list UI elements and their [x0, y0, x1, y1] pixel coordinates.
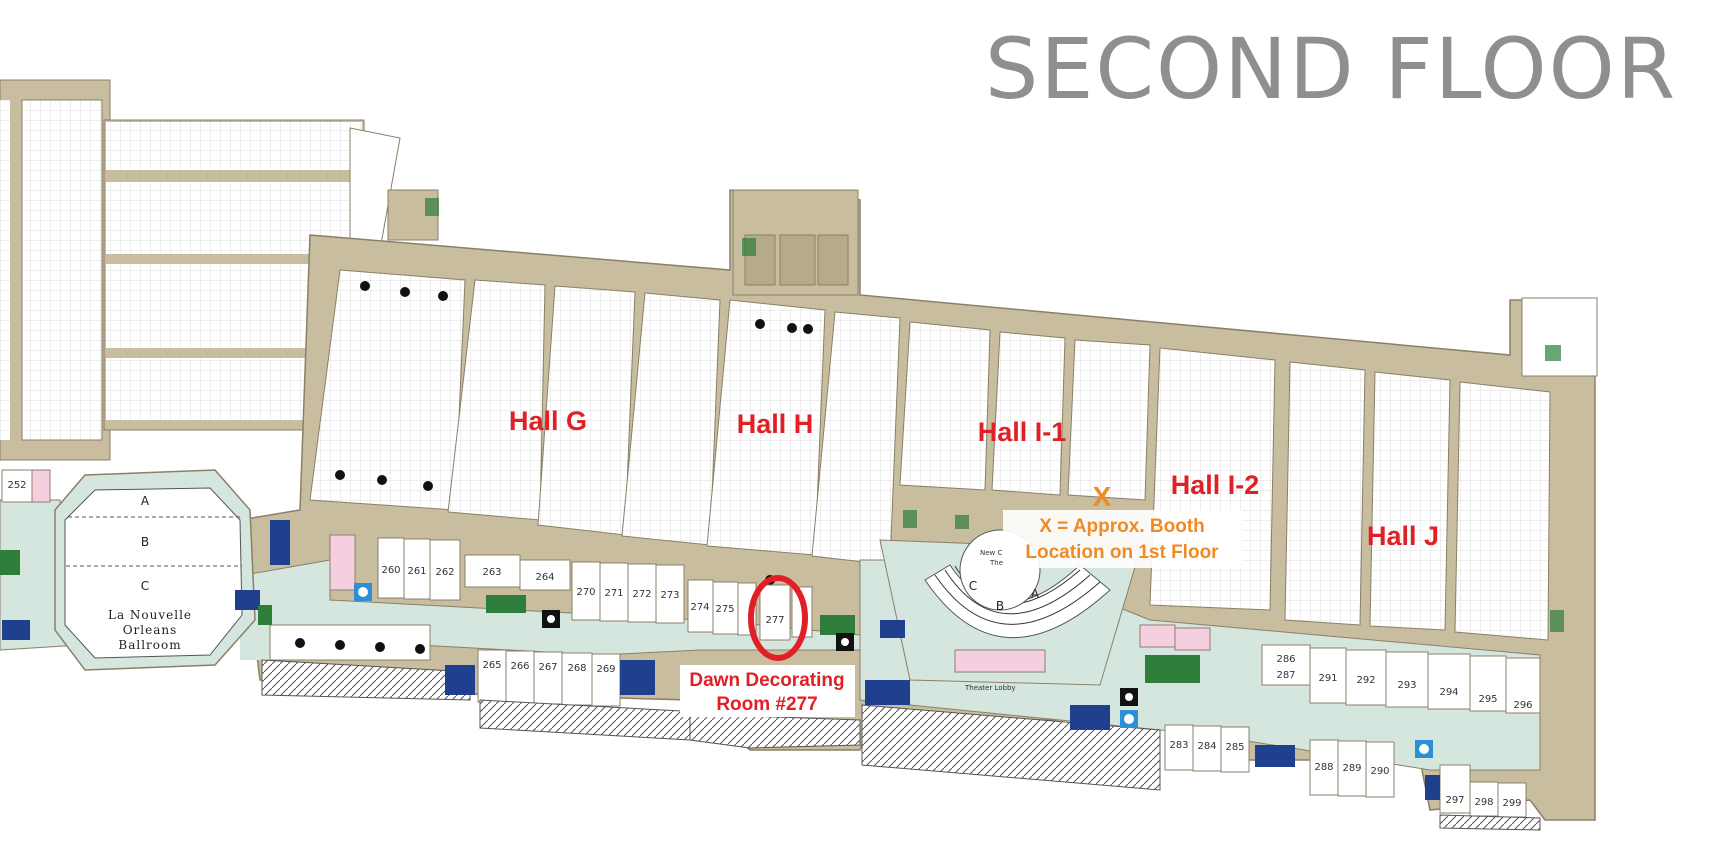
room-263: 263	[482, 567, 501, 578]
room-293: 293	[1397, 680, 1416, 691]
room-268: 268	[567, 663, 586, 674]
info-icons	[354, 583, 1433, 758]
room-271: 271	[604, 588, 623, 599]
booth-x-marker: X	[1093, 481, 1112, 512]
room-272: 272	[632, 589, 651, 600]
room-262: 262	[435, 567, 454, 578]
hall-i-1-label: Hall I-1	[978, 417, 1067, 447]
green-planters	[0, 550, 1200, 683]
hall-columns	[335, 281, 813, 585]
room-277-highlight: Dawn Decorating Room #277	[680, 575, 855, 717]
ballroom-section-b: B	[141, 535, 149, 549]
highlight-line2: Room #277	[716, 694, 817, 715]
hall-g-label: Hall G	[509, 406, 587, 436]
ballroom-section-a: A	[141, 494, 150, 508]
theater-name-line1: New C	[980, 549, 1002, 557]
room-270: 270	[576, 587, 595, 598]
booth-marker: X X = Approx. Booth Location on 1st Floo…	[1003, 481, 1243, 568]
room-295: 295	[1478, 694, 1497, 705]
theater-section-a: A	[1031, 587, 1040, 601]
floor-title: SECOND FLOOR	[985, 20, 1678, 118]
highlight-line1: Dawn Decorating	[689, 670, 844, 691]
theater: C B A New C The Theater Lobby	[879, 529, 1141, 692]
hall-floors	[309, 269, 1551, 641]
room-274: 274	[690, 602, 709, 613]
hall-j-label: Hall J	[1367, 521, 1439, 551]
room-286: 286	[1276, 654, 1295, 665]
room-269: 269	[596, 664, 615, 675]
meeting-rooms: 252 260 261 262 263 264 270 271 272 273 …	[1, 469, 1541, 818]
room-273: 273	[660, 590, 679, 601]
ballroom: A B C La Nouvelle Orleans Ballroom	[54, 469, 256, 671]
ballroom-name-line3: Ballroom	[118, 638, 181, 652]
room-260: 260	[381, 565, 400, 576]
ballroom-name-line1: La Nouvelle	[108, 608, 192, 622]
room-296: 296	[1513, 700, 1532, 711]
stairs-green	[425, 198, 1564, 632]
room-292: 292	[1356, 675, 1375, 686]
room-265: 265	[482, 660, 501, 671]
theater-section-b: B	[996, 599, 1004, 613]
room-264: 264	[535, 572, 554, 583]
room-277: 277	[765, 615, 784, 626]
ballroom-name-line2: Orleans	[123, 623, 178, 637]
room-289: 289	[1342, 763, 1361, 774]
room-252: 252	[7, 480, 26, 491]
room-299: 299	[1502, 798, 1521, 809]
room-283: 283	[1169, 740, 1188, 751]
room-275: 275	[715, 604, 734, 615]
room-297: 297	[1445, 795, 1464, 806]
room-266: 266	[510, 661, 529, 672]
room-291: 291	[1318, 673, 1337, 684]
ballroom-section-c: C	[141, 579, 149, 593]
theater-lobby-label: Theater Lobby	[964, 684, 1016, 692]
hall-labels: Hall G Hall H Hall I-1 Hall I-2 Hall J	[509, 406, 1439, 551]
room-284: 284	[1197, 741, 1216, 752]
theater-name-line2: The	[989, 559, 1003, 567]
hall-h-label: Hall H	[737, 409, 814, 439]
room-287: 287	[1276, 670, 1295, 681]
lounge-seating	[2, 520, 1440, 800]
room-288: 288	[1314, 762, 1333, 773]
room-294: 294	[1439, 687, 1458, 698]
room-298: 298	[1474, 797, 1493, 808]
room-285: 285	[1225, 742, 1244, 753]
booth-note-line1: X = Approx. Booth	[1039, 516, 1205, 537]
pink-rooms	[1139, 624, 1211, 651]
room-261: 261	[407, 566, 426, 577]
room-267: 267	[538, 662, 557, 673]
room-290: 290	[1370, 766, 1389, 777]
booth-note-line2: Location on 1st Floor	[1025, 542, 1219, 563]
hall-i-2-label: Hall I-2	[1171, 470, 1260, 500]
theater-section-c: C	[969, 579, 977, 593]
